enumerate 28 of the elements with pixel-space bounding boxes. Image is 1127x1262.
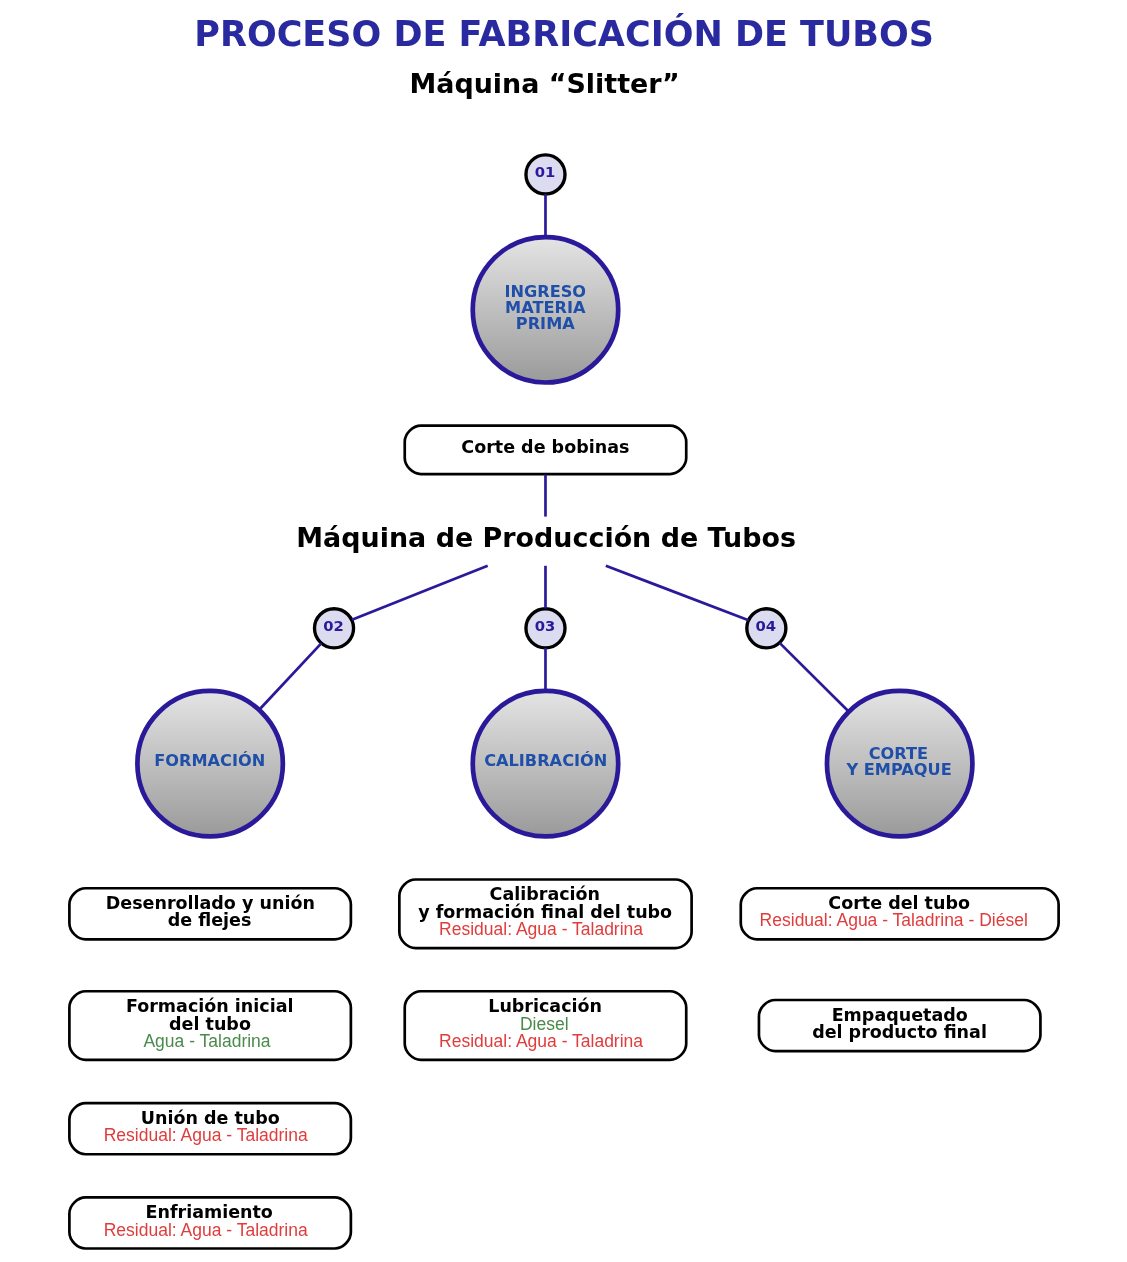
connector	[543, 474, 547, 517]
connector	[543, 565, 547, 609]
node-box: Corte de bobinas	[402, 424, 688, 476]
node-circle: 04	[744, 607, 788, 650]
node-box: Desenrollado y unión de flejes	[67, 886, 352, 941]
connector	[604, 564, 749, 622]
node-box: Empaquetado del producto final	[757, 998, 1042, 1053]
connector	[257, 642, 322, 711]
label: Máquina “Slitter”	[408, 67, 680, 99]
connector	[543, 194, 547, 237]
connector	[543, 648, 547, 691]
diagram-title: PROCESO DE FABRICACIÓN DE TUBOS	[193, 13, 934, 54]
node-circle: 03	[523, 607, 567, 650]
node-box: Enfriamiento Residual: Agua - Taladrina	[67, 1196, 352, 1250]
node-circle: 01	[523, 153, 567, 196]
node-circle: 02	[312, 607, 355, 650]
node-circle: CORTE Y EMPAQUE	[824, 688, 975, 839]
node-box: Unión de tubo Residual: Agua - Taladrina	[67, 1101, 352, 1156]
connector	[778, 641, 850, 713]
node-circle: FORMACIÓN	[134, 688, 285, 839]
connector	[351, 564, 488, 622]
node-circle: INGRESO MATERIA PRIMA	[469, 234, 621, 385]
node-box: Lubricación Diesel Residual: Agua - Taladrina	[402, 989, 688, 1062]
node-text: Máquina de Producción de Tubos	[295, 521, 796, 553]
node-box: Calibración y formación final del tubo Residual: Agua - Taladrina	[397, 878, 693, 950]
node-circle: CALIBRACIÓN	[469, 688, 621, 839]
node-box: Corte del tubo Residual: Agua - Taladrina - Diésel	[738, 886, 1060, 941]
node-box: Formación inicial del tubo Agua - Taladrina	[67, 989, 352, 1062]
